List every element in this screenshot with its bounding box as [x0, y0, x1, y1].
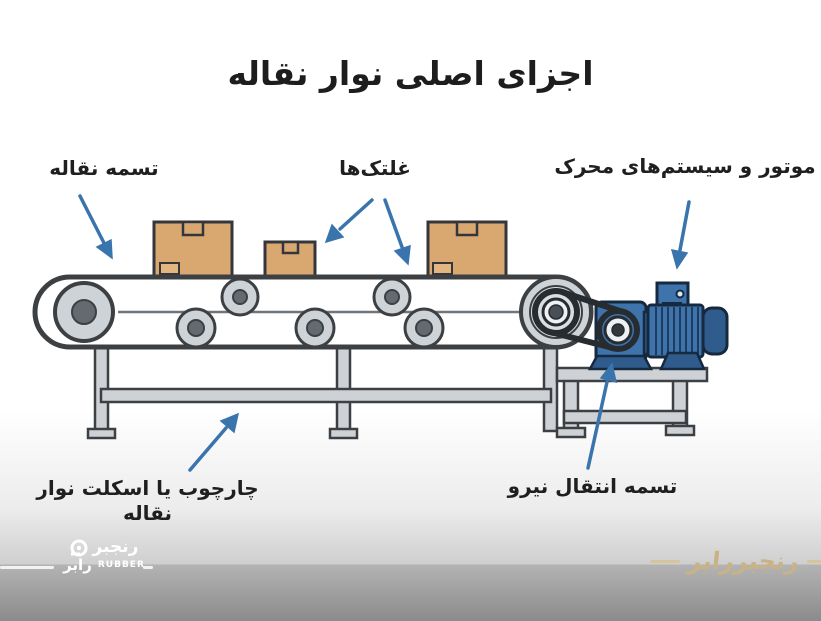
logo-left-rule [0, 566, 54, 569]
label-rollers: غلتک‌ها [339, 156, 411, 180]
arrow-to-motor [670, 200, 691, 270]
brand-name-fa-line1: رنجبر [92, 537, 139, 558]
frame-foot [328, 427, 359, 440]
box-flap [281, 240, 300, 255]
arrow-to-power-belt [586, 362, 618, 470]
motor-pulley-belt-groove [596, 308, 640, 352]
frame-leg [542, 341, 559, 433]
arrow-to-belt [78, 194, 113, 260]
box-flap [181, 220, 205, 237]
drive-pulley-hub [541, 297, 571, 327]
motor-pulley [603, 315, 633, 345]
cardboard-boxes [152, 220, 508, 280]
label-conveyor-belt: تسمه نقاله [49, 156, 159, 180]
roller [403, 307, 445, 349]
roller [372, 277, 412, 317]
gearbox-foot [587, 354, 654, 371]
page-title: اجزای اصلی نوار نقاله [227, 54, 594, 93]
label-frame-skeleton: چارچوب یا اسکلت نوار نقاله [36, 476, 259, 525]
roller [175, 307, 217, 349]
watermark-rule [649, 559, 681, 563]
roller [220, 277, 260, 317]
arrow-to-frame [188, 412, 240, 472]
bottom-right-watermark: رنجبررابر [649, 547, 821, 575]
frame-leg [335, 341, 352, 433]
motor-stand [555, 366, 709, 439]
arrow-to-roller-right [383, 198, 411, 266]
logo-right-rule [143, 566, 153, 569]
annotation-arrows [78, 194, 691, 472]
rubber-roll-icon [70, 539, 88, 557]
junction-box-bolt [675, 289, 685, 299]
frame-foot [86, 427, 117, 440]
watermark-text: رنجبررابر [686, 547, 801, 575]
frame-crossbar [99, 387, 553, 404]
label-motor-drive-systems: موتور و سیستم‌های محرک [554, 154, 816, 178]
stand-foot [555, 426, 587, 439]
box-label [432, 262, 453, 275]
label-power-transmission-belt: تسمه انتقال نیرو [507, 474, 678, 498]
roller [294, 307, 336, 349]
frame-leg [93, 341, 110, 433]
brand-name-fa-line2: رابر [63, 556, 92, 574]
motor-cooling-fins [655, 307, 699, 355]
box-flap [455, 220, 479, 237]
tail-pulley [53, 281, 115, 343]
conveyor-frame [86, 341, 559, 440]
brand-name-en: RUBBER [97, 560, 145, 571]
power-transmission-belt [532, 288, 640, 352]
idler-rollers [175, 277, 445, 349]
box-large-left [152, 220, 234, 280]
watermark-rule [806, 559, 821, 563]
brand-logo: رنجبر رابر RUBBER [56, 537, 152, 574]
box-large-right [426, 220, 508, 280]
box-label [159, 262, 180, 275]
motor-end-cap [701, 306, 729, 356]
stand-foot [664, 424, 696, 437]
stand-crossbar [562, 409, 688, 425]
box-small-middle [263, 240, 317, 280]
arrow-to-roller-left [324, 198, 374, 244]
conveyor-belt-body [32, 274, 594, 350]
motor-foot [659, 351, 706, 371]
